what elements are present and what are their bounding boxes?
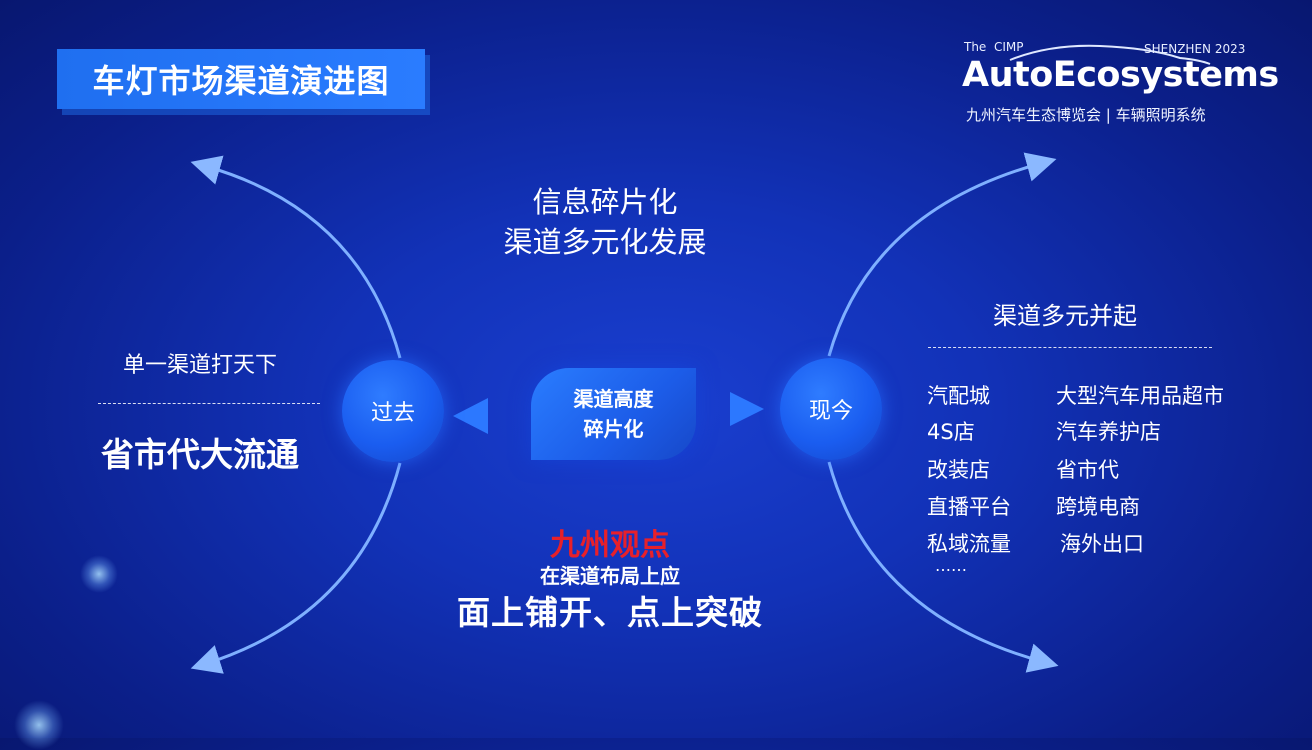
left-arc-lower xyxy=(190,462,402,674)
list-item: 跨境电商 xyxy=(1056,495,1140,519)
light-glow-left xyxy=(80,555,118,593)
logo-prefix: The CIMP xyxy=(964,40,1024,54)
logo-brand: AutoEcosystems xyxy=(962,55,1279,95)
center-pill-line2: 碎片化 xyxy=(583,417,644,441)
list-item: 汽配城 xyxy=(927,384,990,408)
list-item: 省市代 xyxy=(1056,458,1119,482)
left-arc-upper xyxy=(190,155,402,359)
list-item: 海外出口 xyxy=(1060,532,1144,556)
past-main: 省市代大流通 xyxy=(101,435,299,474)
right-arc-lower xyxy=(827,461,1059,673)
center-top-text: 信息碎片化 渠道多元化发展 xyxy=(440,182,770,262)
present-heading: 渠道多元并起 xyxy=(993,302,1137,330)
present-circle: 现今 xyxy=(780,358,882,460)
left-divider xyxy=(98,403,320,404)
list-item: 改装店 xyxy=(927,458,990,482)
list-item: 汽车养护店 xyxy=(1056,420,1161,444)
list-ellipsis: …… xyxy=(935,556,967,575)
arrow-right-triangle xyxy=(730,392,764,426)
list-item: 直播平台 xyxy=(927,495,1011,519)
viewpoint-line1: 在渠道布局上应 xyxy=(540,564,680,588)
arrow-left-triangle xyxy=(453,398,488,434)
car-outline-icon xyxy=(1009,44,1211,65)
right-divider xyxy=(928,347,1212,348)
center-top-line2: 渠道多元化发展 xyxy=(503,225,707,259)
center-top-line1: 信息碎片化 xyxy=(532,185,678,219)
page-title: 车灯市场渠道演进图 xyxy=(57,49,425,109)
logo-subtitle: 九州汽车生态博览会 | 车辆照明系统 xyxy=(966,106,1206,124)
list-item: 4S店 xyxy=(927,420,975,444)
logo-city: SHENZHEN 2023 xyxy=(1144,42,1246,56)
center-pill-line1: 渠道高度 xyxy=(573,387,654,411)
right-arc-upper xyxy=(827,152,1057,357)
viewpoint-title: 九州观点 xyxy=(550,528,670,563)
past-circle: 过去 xyxy=(342,360,444,462)
list-item: 大型汽车用品超市 xyxy=(1056,384,1224,408)
viewpoint-line2: 面上铺开、点上突破 xyxy=(457,593,763,632)
past-subtitle: 单一渠道打天下 xyxy=(122,353,277,378)
center-pill: 渠道高度 碎片化 xyxy=(531,368,696,460)
list-item: 私域流量 xyxy=(927,532,1011,556)
